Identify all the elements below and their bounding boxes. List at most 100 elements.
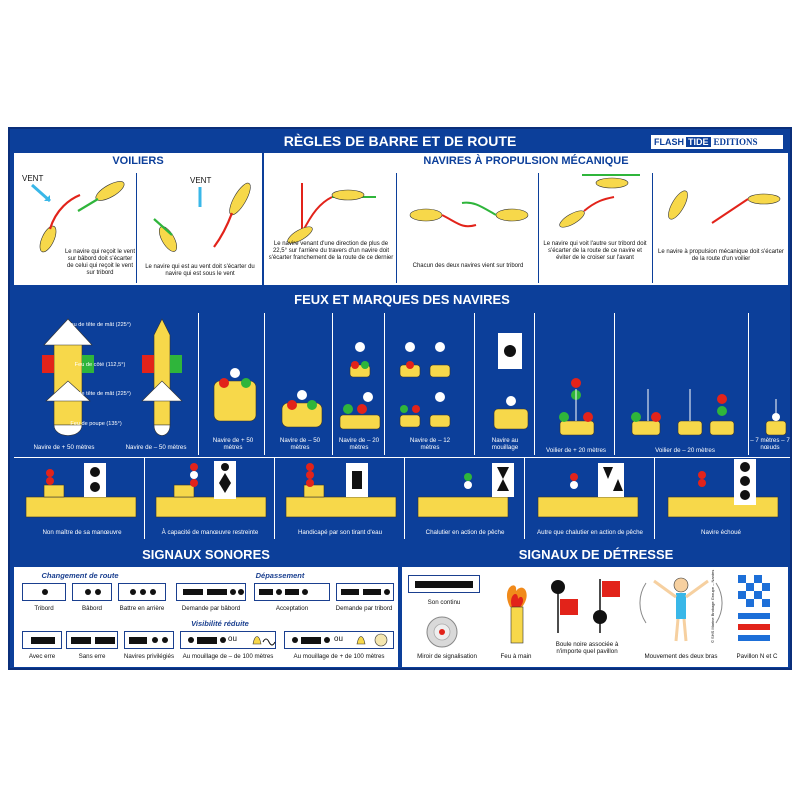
brand-editions: EDITIONS (713, 137, 758, 147)
signal-tribord (22, 583, 66, 601)
ship-caption: Navire au mouillage (491, 437, 519, 451)
detresse-label: Mouvement des deux bras (644, 653, 718, 660)
divider (144, 457, 145, 539)
divider (136, 173, 137, 283)
mecanique-diagram-4 (668, 190, 781, 224)
mecanique-diagram-2 (409, 201, 529, 228)
arms-icon (639, 577, 723, 642)
mecanique-title: NAVIRES À PROPULSION MÉCANIQUE (423, 155, 629, 167)
sail-icon (39, 225, 57, 253)
sail-icon (158, 226, 178, 252)
ship-caption: Navire de – 50 mètres (279, 437, 321, 451)
divider (264, 313, 265, 455)
mecanique-caption-3: Le navire qui voit l'autre sur tribord d… (543, 241, 647, 261)
mecanique-diagram-1 (287, 183, 376, 244)
sail-icon (668, 190, 688, 220)
ship-caption: Voilier de – 20 mètres (655, 447, 715, 454)
ship-icon (495, 208, 529, 222)
divider (396, 173, 397, 283)
signal-mouillage-plus (284, 631, 394, 649)
feux-title: FEUX ET MARQUES DES NAVIRES (294, 292, 510, 307)
mecanique-caption-4: Le navire à propulsion mécanique doit s'… (658, 249, 784, 262)
voilier-diagram-2: VENT (153, 176, 251, 252)
divider (404, 457, 405, 539)
signal-demande-babord (176, 583, 246, 601)
flag-n-c-icon (738, 575, 770, 641)
copyright: © SHS Marine Brokage Groupe – Nantes (710, 569, 715, 643)
signal-acceptation (254, 583, 330, 601)
detresse-title: SIGNAUX DE DÉTRESSE (518, 547, 674, 562)
signal-label: Au mouillage de + de 100 mètres (293, 653, 385, 660)
divider (524, 457, 525, 539)
signal-label: Demande par bâbord (181, 605, 241, 612)
divider (474, 313, 475, 455)
signal-label: Navires privilégiés (123, 653, 175, 660)
voilier-diagram-1: VENT (22, 174, 125, 253)
ship-caption: Navire de – 12 mètres (409, 437, 451, 451)
son-continu-box (408, 575, 480, 593)
detresse-label: Boule noire associée à n'importe quel pa… (555, 641, 619, 655)
divider (534, 313, 535, 455)
ship-caption: Non maître de sa manœuvre (42, 529, 122, 536)
divider (332, 313, 333, 455)
signal-mouillage-moins (180, 631, 276, 649)
divider (274, 457, 275, 539)
signal-label: Sans erre (78, 653, 106, 660)
sail-icon (229, 182, 251, 216)
divider (198, 313, 199, 455)
detresse-label: Miroir de signalisation (417, 653, 477, 660)
light-label: Feu de tête de mât (225°) (67, 322, 131, 328)
ship-marks-row2 (25, 459, 779, 518)
signal-arriere (118, 583, 166, 601)
ship-icon (409, 208, 443, 222)
signal-label: Tribord (34, 605, 54, 612)
signal-label: Acceptation (275, 605, 309, 612)
voilier-caption-1: Le navire qui reçoit le vent sur bâbord … (64, 249, 136, 276)
brand-flash: FLASH (654, 137, 684, 147)
divider (654, 457, 655, 539)
ball-flag-icon (551, 579, 620, 633)
voilier-caption-2: Le navire qui est au vent doit s'écarter… (145, 264, 255, 277)
mecanique-caption-1: Le navire venant d'une direction de plus… (268, 241, 394, 261)
depassement-label: Dépassement (255, 571, 305, 580)
ship-caption: Navire de + 50 mètres (33, 444, 95, 451)
mecanique-diagram-3 (559, 174, 640, 228)
ship-caption: Navire de + 50 mètres (212, 437, 254, 451)
sonores-title: SIGNAUX SONORES (142, 547, 270, 562)
voiliers-title: VOILIERS (112, 155, 164, 167)
light-label: Feu de tête de mât (225°) (67, 391, 131, 397)
signal-label: Bâbord (82, 605, 102, 612)
sail-icon (95, 181, 125, 201)
wind-label: VENT (22, 174, 43, 183)
ship-icon (331, 189, 365, 201)
detresse-label: Son continu (427, 599, 461, 606)
signal-label: Demande par tribord (335, 605, 393, 612)
ship-icon (595, 177, 629, 189)
divider (14, 457, 790, 458)
ship-caption: Voilier de + 20 mètres (545, 447, 607, 454)
ship-caption: À capacité de manœuvre restreinte (161, 529, 259, 536)
ou-label: ou (228, 634, 237, 643)
divider (748, 313, 749, 455)
signal-label: Au mouillage de – de 100 mètres (182, 653, 274, 660)
ship-caption: Navire de – 50 mètres (125, 444, 187, 451)
ship-icon (559, 210, 585, 228)
mecanique-caption-2: Chacun des deux navires vient sur tribor… (412, 263, 524, 269)
sonores-panel (14, 567, 398, 667)
signal-label: Battre en arrière (119, 605, 165, 612)
mecanique-panel (264, 153, 788, 285)
signal-babord (72, 583, 112, 601)
detresse-label: Pavillon N et C (736, 653, 778, 660)
divider (652, 173, 653, 283)
ou-label: ou (334, 634, 343, 643)
ship-caption: Handicapé par son tirant d'eau (297, 529, 383, 536)
page-title: RÈGLES DE BARRE ET DE ROUTE (283, 133, 517, 149)
ship-caption: Chalutier en action de pêche (425, 529, 505, 536)
ship-caption: Navire de – 20 mètres (338, 437, 380, 451)
signal-label: Avec erre (28, 653, 56, 660)
ship-caption: Navire échoué (701, 529, 741, 536)
brand-tide: TIDE (686, 137, 711, 147)
light-sectors-diagram (42, 318, 183, 436)
